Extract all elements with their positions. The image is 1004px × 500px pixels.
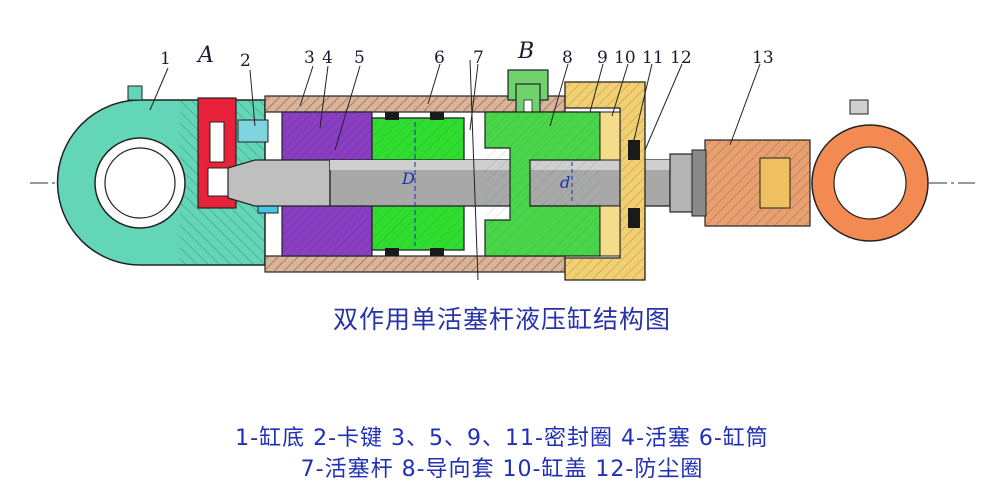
callout-13: 13 — [752, 48, 774, 68]
callout-1: 1 — [160, 49, 171, 69]
leader-lines — [149, 63, 761, 151]
callout-12: 12 — [670, 48, 692, 68]
callout-2: 2 — [240, 51, 251, 71]
callout-5: 5 — [354, 48, 365, 68]
legend-line-1: 1-缸底 2-卡键 3、5、9、11-密封圈 4-活塞 6-缸筒 — [235, 426, 769, 451]
dimension-rod: d — [560, 162, 573, 204]
port-b-fitting — [507, 69, 549, 115]
cylinder-cap — [564, 81, 646, 281]
diagram-title: 双作用单活塞杆液压缸结构图 — [332, 305, 671, 334]
break-line — [469, 59, 479, 281]
dimension-label-bore: D — [401, 169, 415, 188]
port-label-b: B — [517, 39, 534, 64]
hydraulic-cylinder-drawing: D d 1 2 3 4 5 6 7 8 9 10 11 12 13 A B — [30, 39, 975, 281]
callout-9: 9 — [597, 48, 608, 68]
port-label-a: A — [196, 43, 214, 68]
dimension-label-rod: d — [560, 173, 570, 192]
callout-10: 10 — [614, 48, 636, 68]
rod-inner-end — [227, 159, 331, 207]
port-a-fitting — [197, 97, 237, 209]
dimension-bore: D — [401, 122, 416, 246]
callout-11: 11 — [642, 48, 664, 68]
rod-end — [691, 99, 929, 242]
callout-8: 8 — [562, 48, 573, 68]
guide-sleeve — [484, 111, 601, 257]
cylinder-tube — [264, 95, 566, 273]
callout-6: 6 — [434, 48, 445, 68]
legend-line-2: 7-活塞杆 8-导向套 10-缸盖 12-防尘圈 — [300, 457, 704, 482]
callout-7: 7 — [473, 48, 484, 68]
callout-4: 4 — [322, 48, 333, 68]
callout-3: 3 — [304, 48, 315, 68]
